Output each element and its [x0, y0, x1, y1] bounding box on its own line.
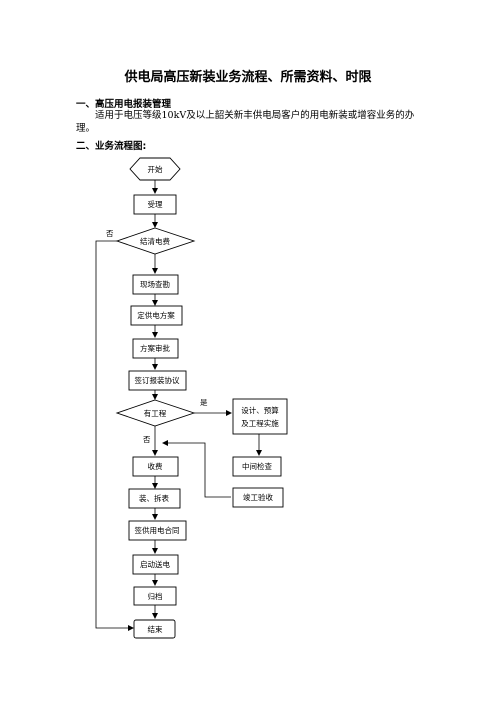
- node-final-check: [232, 487, 284, 508]
- node-contract: [128, 520, 187, 541]
- node-design-label-1: 设计、预算: [241, 405, 279, 415]
- node-accept: [133, 194, 177, 215]
- node-charge-label: 收费: [148, 461, 163, 471]
- node-site-survey-label: 现场查勘: [140, 279, 170, 289]
- node-plan-approval-label: 方案审批: [140, 343, 170, 353]
- node-mid-check-label: 中间检查: [242, 461, 272, 471]
- section1-paragraph: 适用于电压等级10kV及以上韶关新丰供电局客户的用电新装或增容业务的办理。: [76, 110, 415, 134]
- node-power-on: [132, 554, 179, 575]
- node-settle-fee: [115, 227, 196, 255]
- node-design: [232, 398, 288, 435]
- node-install-label: 装、拆表: [139, 493, 169, 503]
- node-plan-approval: [132, 338, 179, 359]
- section2-heading: 二、业务流程图:: [76, 141, 147, 152]
- node-supply-plan: [130, 305, 183, 326]
- edge-finalcheck-return: [162, 440, 231, 498]
- node-start: [129, 157, 181, 181]
- node-sign-agreement-label: 签订报装协议: [135, 375, 180, 385]
- node-archive: [133, 586, 177, 606]
- edge-fee-no-end: [95, 240, 134, 631]
- node-end-label: 结束: [148, 624, 163, 634]
- node-sign-agreement: [128, 370, 187, 391]
- node-design-label-2: 及工程实施: [241, 418, 279, 428]
- node-charge: [132, 456, 179, 477]
- node-final-check-label: 竣工验收: [243, 492, 273, 502]
- node-start-label: 开始: [148, 164, 163, 174]
- label-no-top: 否: [106, 229, 114, 238]
- node-archive-label: 归档: [148, 591, 163, 601]
- node-has-project: [115, 399, 196, 427]
- label-yes: 是: [200, 398, 208, 407]
- node-install: [128, 488, 181, 509]
- node-accept-label: 受理: [148, 199, 163, 209]
- node-has-project-label: 有工程: [144, 408, 167, 418]
- section1-heading: 一、高压用电报装管理: [76, 99, 172, 110]
- node-settle-fee-label: 结清电费: [140, 236, 170, 246]
- node-site-survey: [132, 274, 179, 295]
- node-end: [133, 619, 176, 639]
- label-no-bottom: 否: [143, 435, 151, 444]
- node-mid-check: [232, 456, 282, 477]
- node-contract-label: 签供用电合同: [135, 525, 180, 535]
- node-supply-plan-label: 定供电方案: [137, 310, 175, 320]
- document-title: 供电局高压新装业务流程、所需资料、时限: [124, 70, 372, 85]
- node-power-on-label: 启动送电: [140, 559, 170, 569]
